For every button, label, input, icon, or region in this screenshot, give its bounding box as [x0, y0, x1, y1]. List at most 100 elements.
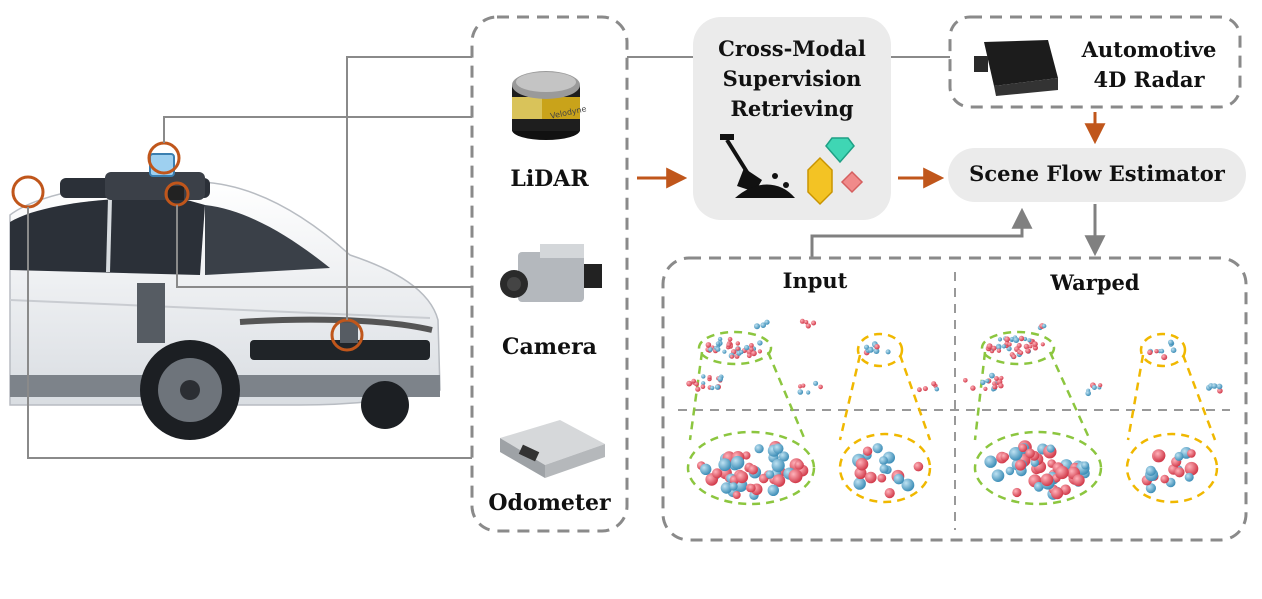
point	[922, 386, 928, 392]
point	[1184, 472, 1194, 482]
point	[757, 340, 763, 346]
point	[885, 349, 891, 355]
point	[997, 337, 1003, 342]
odometer-device	[500, 420, 605, 478]
point	[862, 446, 873, 456]
point	[901, 478, 915, 492]
point	[722, 349, 727, 354]
point	[1027, 338, 1032, 343]
point	[735, 341, 740, 346]
point	[804, 320, 809, 325]
point	[1012, 487, 1022, 498]
warped-panel-title: Warped	[1050, 270, 1140, 295]
point	[998, 383, 1004, 389]
point	[747, 483, 756, 493]
point	[764, 319, 770, 325]
point	[686, 380, 693, 387]
point	[1174, 467, 1185, 478]
point	[1211, 383, 1218, 389]
supervision-title: Cross-Modal Supervision Retrieving	[693, 34, 891, 124]
point	[1040, 342, 1045, 347]
sensor-column	[470, 15, 629, 533]
point	[1081, 461, 1090, 470]
point	[984, 455, 997, 468]
point	[1005, 466, 1015, 476]
point	[694, 381, 699, 387]
point	[735, 471, 749, 484]
point	[735, 346, 740, 351]
point	[913, 461, 924, 472]
point	[715, 346, 721, 352]
point	[853, 477, 866, 490]
point	[806, 390, 811, 395]
point	[1051, 487, 1064, 500]
point	[811, 320, 817, 326]
zoom-guides-input	[686, 330, 932, 506]
point	[767, 484, 779, 496]
lidar-label: LiDAR	[510, 166, 589, 192]
point	[992, 385, 997, 390]
point	[744, 344, 750, 351]
point	[718, 458, 732, 472]
point	[705, 342, 712, 348]
point	[1028, 344, 1033, 349]
radar-box	[948, 15, 1242, 109]
pointcloud-panel	[661, 256, 1248, 542]
point	[864, 344, 870, 350]
input-panel-title: Input	[782, 268, 848, 293]
point	[813, 380, 819, 386]
point	[1025, 348, 1031, 354]
radar-device	[974, 40, 1058, 96]
point	[799, 318, 805, 324]
point	[1098, 383, 1103, 388]
sensor-connectors	[27, 56, 472, 459]
point	[872, 443, 883, 454]
point	[931, 381, 937, 387]
point	[773, 443, 784, 454]
point	[801, 383, 806, 388]
point	[1008, 447, 1023, 461]
camera-device	[500, 244, 602, 302]
autonomous-vehicle	[9, 153, 441, 440]
point	[1055, 465, 1069, 480]
point	[1217, 388, 1223, 394]
point	[757, 349, 763, 354]
point	[1072, 474, 1085, 487]
point	[818, 384, 823, 390]
radar-line-1: Automotive	[1081, 37, 1217, 62]
point	[720, 482, 733, 494]
point	[1004, 336, 1010, 343]
point	[1174, 451, 1184, 461]
point	[726, 342, 732, 348]
point	[879, 464, 889, 474]
point	[710, 385, 715, 391]
point	[874, 344, 880, 350]
point	[729, 354, 734, 359]
point	[729, 482, 738, 491]
point	[717, 336, 723, 342]
point	[873, 348, 880, 354]
point	[983, 386, 988, 391]
point	[714, 384, 721, 390]
point	[1147, 349, 1153, 356]
point	[712, 468, 723, 479]
point	[751, 350, 757, 357]
point-clouds	[686, 318, 1223, 500]
point	[963, 378, 968, 383]
point	[1145, 465, 1156, 476]
point	[1159, 348, 1165, 354]
point	[1018, 443, 1028, 453]
point	[1023, 343, 1030, 350]
point	[754, 444, 764, 454]
point	[1184, 461, 1199, 476]
point	[798, 384, 803, 389]
point	[980, 379, 986, 385]
point	[879, 456, 888, 465]
supervision-box	[693, 17, 891, 220]
estimator-label: Scene Flow Estimator	[969, 161, 1225, 186]
point	[1154, 349, 1159, 354]
point	[700, 463, 712, 475]
supervision-line-2: Supervision	[722, 66, 862, 91]
point	[746, 353, 752, 359]
